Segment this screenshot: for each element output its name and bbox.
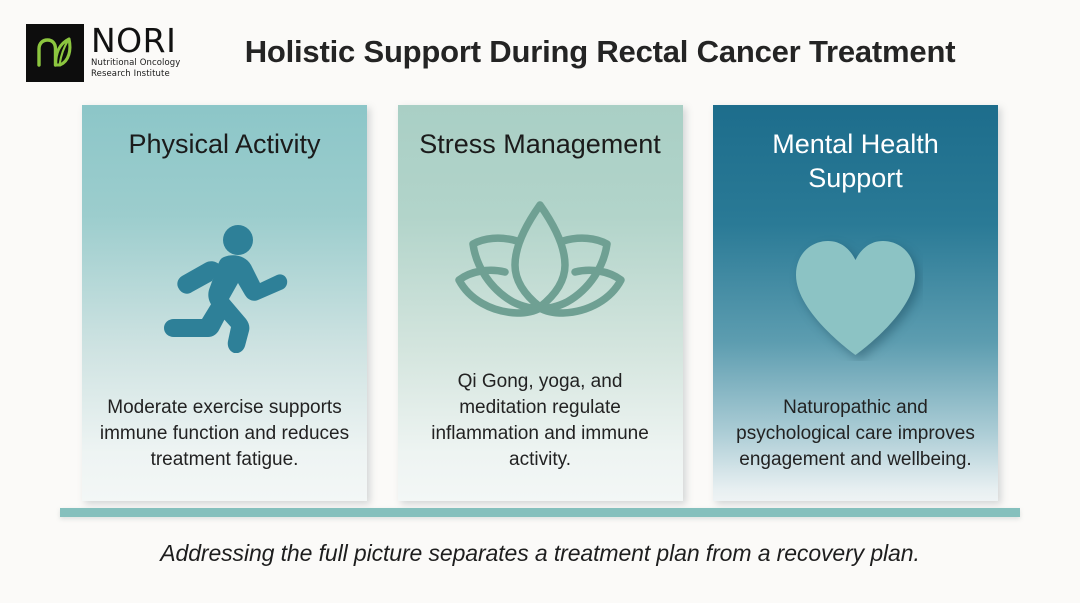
card-title: Physical Activity xyxy=(128,129,321,159)
card-physical-activity: Physical Activity Moderate exercise supp… xyxy=(82,105,367,501)
logo-tagline: Nutritional Oncology Research Institute xyxy=(91,58,180,79)
divider-bar xyxy=(60,508,1020,517)
logo-tagline-line1: Nutritional Oncology xyxy=(91,58,181,69)
nori-logo: NORI Nutritional Oncology Research Insti… xyxy=(26,24,180,82)
card-mental-health-support: Mental Health Support Naturopathic and p… xyxy=(713,105,998,501)
leaf-logo-icon xyxy=(26,24,84,82)
running-person-icon xyxy=(82,171,367,395)
logo-tagline-line2: Research Institute xyxy=(91,68,170,79)
logo-text-block: NORI Nutritional Oncology Research Insti… xyxy=(91,24,180,79)
card-title: Mental Health Support xyxy=(772,129,939,193)
logo-wordmark: NORI xyxy=(91,21,177,60)
lotus-flower-icon xyxy=(398,155,683,369)
card-body: Moderate exercise supports immune functi… xyxy=(99,397,350,470)
card-body: Naturopathic and psychological care impr… xyxy=(736,397,975,470)
card-title: Stress Management xyxy=(419,129,661,159)
header: NORI Nutritional Oncology Research Insti… xyxy=(0,18,1080,86)
card-stress-management: Stress Management Qi Gong, yoga, and med… xyxy=(397,105,683,501)
card-body: Qi Gong, yoga, and meditation regulate i… xyxy=(431,371,649,470)
heart-icon xyxy=(713,199,998,395)
cards-row: Physical Activity Moderate exercise supp… xyxy=(82,105,998,501)
footer-quote: Addressing the full picture separates a … xyxy=(160,540,920,566)
page-title: Holistic Support During Rectal Cancer Tr… xyxy=(244,34,956,69)
